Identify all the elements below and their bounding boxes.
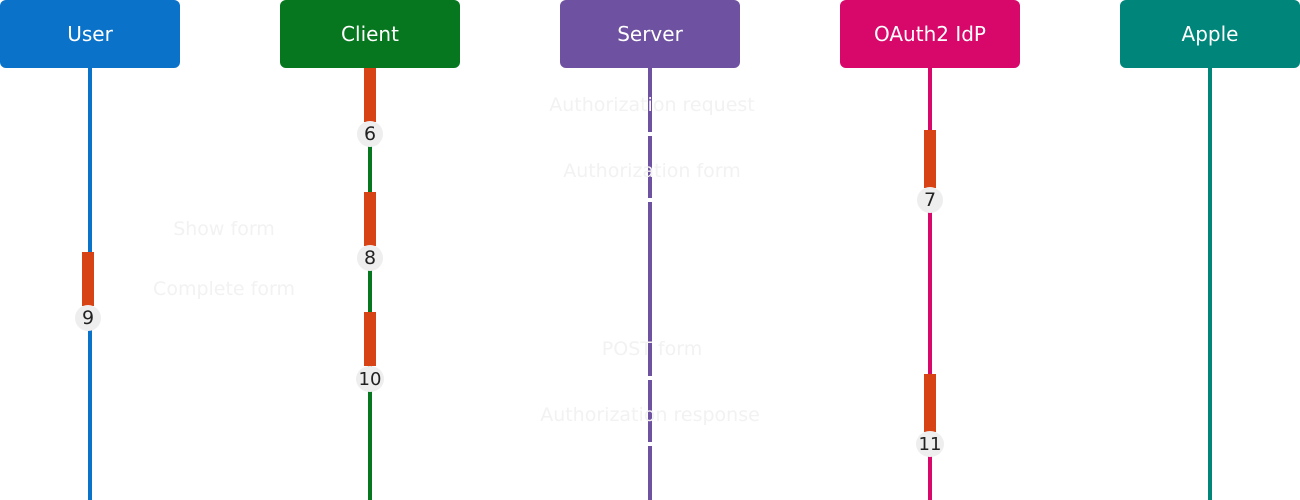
lifeline-apple <box>1208 68 1212 500</box>
step-badge: 7 <box>917 187 943 213</box>
message-label: Authorization response <box>540 404 760 426</box>
activation-bar <box>364 68 376 122</box>
server-lifeline-gap <box>648 198 652 202</box>
lifeline-idp <box>928 68 932 500</box>
step-badge: 11 <box>916 431 944 457</box>
lifeline-client <box>368 68 372 500</box>
actor-idp: OAuth2 IdP <box>840 0 1020 68</box>
step-badge: 8 <box>357 245 383 271</box>
activation-bar <box>82 252 94 306</box>
step-badge: 6 <box>357 121 383 147</box>
message-label: Complete form <box>153 278 295 300</box>
activation-bar <box>924 130 936 188</box>
activation-bar <box>364 312 376 366</box>
actor-user: User <box>0 0 180 68</box>
server-lifeline-gap <box>648 132 652 136</box>
actor-server: Server <box>560 0 740 68</box>
message-label: Show form <box>173 218 275 240</box>
step-badge: 10 <box>356 366 384 392</box>
message-label: Authorization form <box>563 160 741 182</box>
server-lifeline-gap <box>648 376 652 380</box>
activation-bar <box>924 374 936 432</box>
message-label: Authorization request <box>549 94 755 116</box>
message-label: POST form <box>601 338 703 360</box>
activation-bar <box>364 192 376 246</box>
server-lifeline-gap <box>648 442 652 446</box>
actor-client: Client <box>280 0 460 68</box>
actor-apple: Apple <box>1120 0 1300 68</box>
step-badge: 9 <box>75 305 101 331</box>
lifeline-server <box>648 68 652 500</box>
